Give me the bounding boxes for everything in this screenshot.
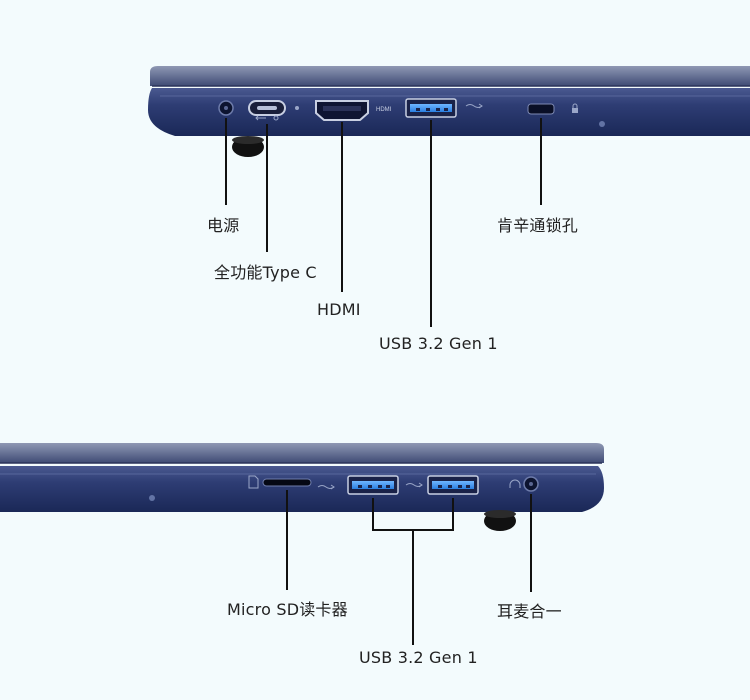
- label-kensington-lock: 肯辛通锁孔: [497, 216, 579, 235]
- micro-sd-slot: [262, 478, 312, 487]
- hdmi-printed-mark: HDMI: [376, 107, 392, 113]
- usb-ss-icon: [317, 484, 335, 490]
- label-usb-top: USB 3.2 Gen 1: [379, 334, 498, 353]
- top-callouts: [225, 118, 542, 327]
- label-type-c: 全功能Type C: [214, 263, 317, 282]
- usb-ss-icon: [465, 103, 483, 109]
- bottom-callouts: [286, 490, 532, 645]
- label-power: 电源: [207, 216, 240, 235]
- sd-card-icon: [248, 475, 259, 489]
- led-dot-icon: [295, 106, 299, 110]
- bottom-lid: [0, 443, 604, 463]
- type-c-usb-icon: [255, 115, 279, 121]
- top-laptop: HDMI: [148, 66, 750, 327]
- label-usb-bottom: USB 3.2 Gen 1: [359, 648, 478, 667]
- label-micro-sd: Micro SD读卡器: [227, 600, 348, 619]
- bottom-laptop: [0, 443, 604, 645]
- headset-icon: [509, 479, 521, 488]
- label-audio: 耳麦合一: [497, 602, 562, 621]
- bottom-base: [0, 466, 604, 512]
- lock-icon: [572, 103, 578, 113]
- top-lid: [150, 66, 750, 86]
- kensington-lock-slot: [527, 103, 555, 115]
- usb-ss-icon: [405, 482, 423, 488]
- label-hdmi: HDMI: [317, 300, 361, 319]
